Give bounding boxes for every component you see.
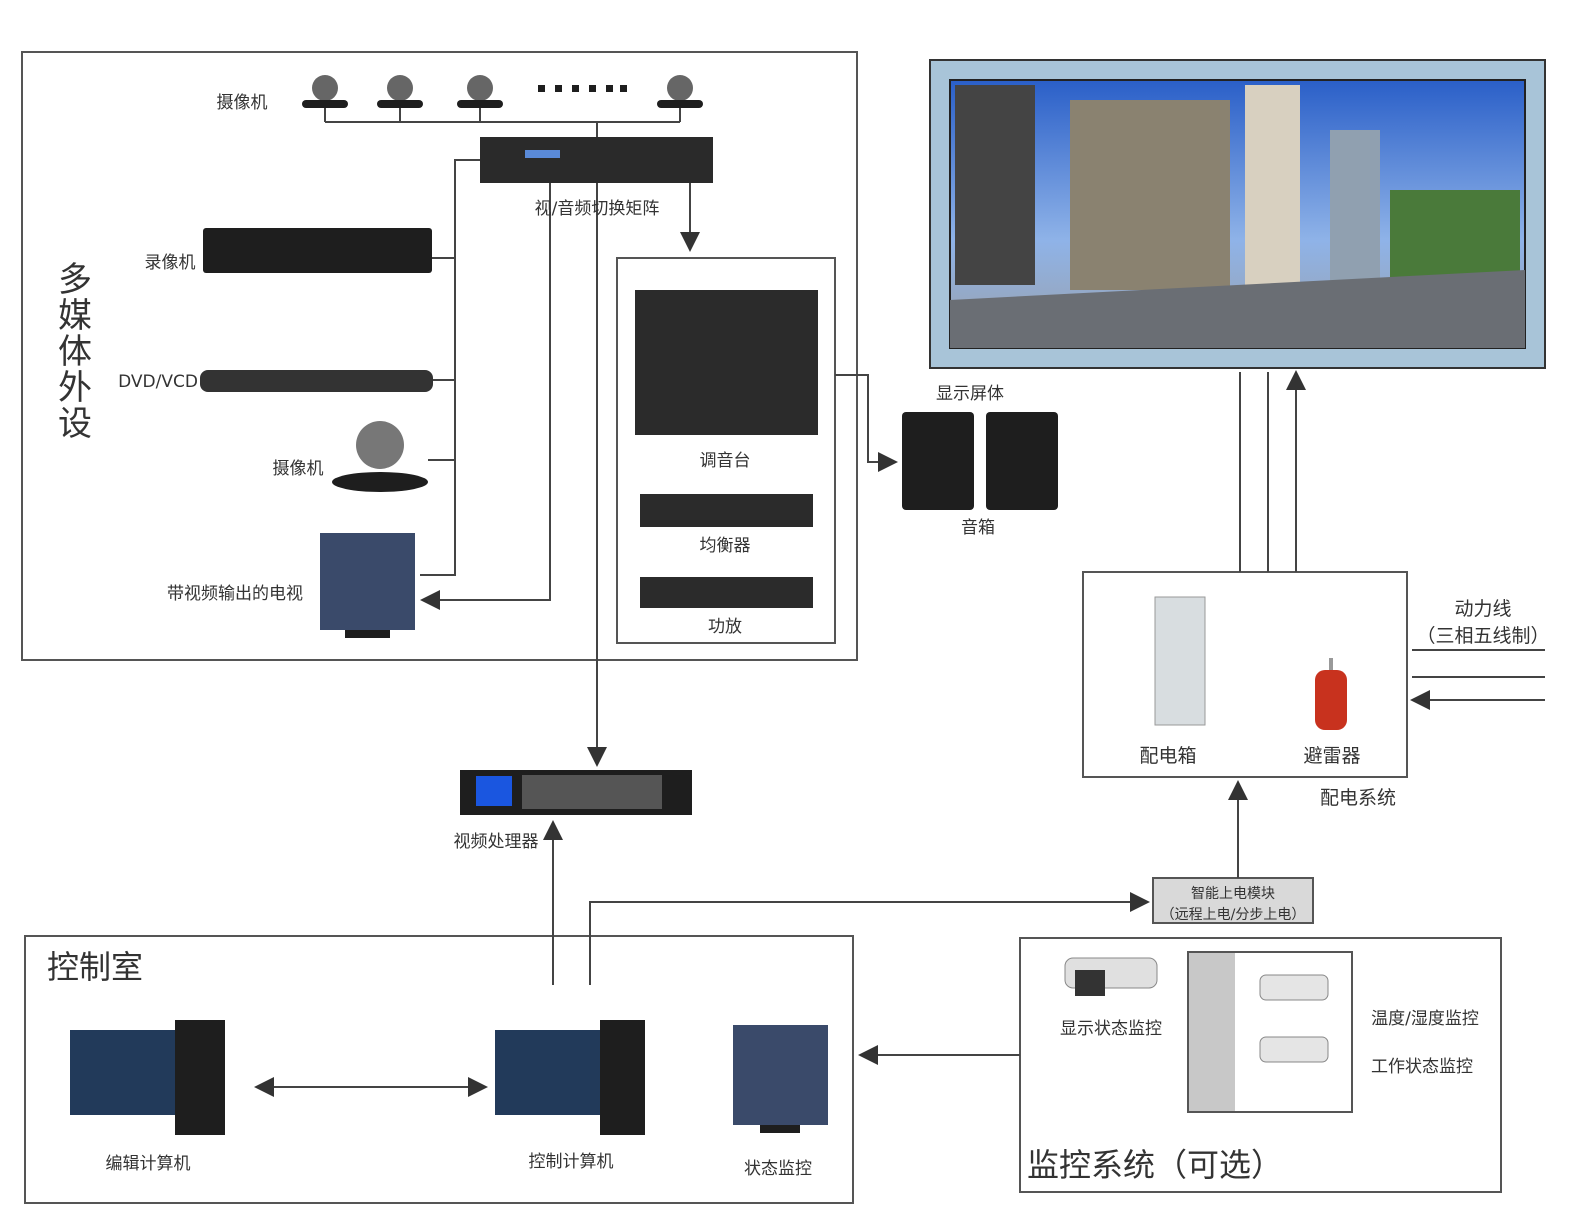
status-monitor-label: 状态监控 (744, 1159, 812, 1179)
amp-label: 功放 (708, 617, 742, 637)
computer-icon (495, 1020, 645, 1135)
av-matrix-device (480, 137, 713, 183)
power-system-label: 配电系统 (1319, 787, 1397, 809)
recorder-device (203, 228, 432, 273)
monitor-panel (1189, 953, 1235, 1111)
monitoring-title: 监控系统（可选） (1026, 1146, 1284, 1184)
camera-icon (457, 75, 503, 108)
smart-module-line1: 智能上电模块 (1191, 886, 1275, 902)
cabinet-label: 配电箱 (1139, 745, 1197, 767)
processor-label: 视频处理器 (453, 832, 539, 852)
arrester-label: 避雷器 (1303, 745, 1361, 767)
amplifier-device (640, 577, 813, 608)
control-room-title: 控制室 (46, 948, 144, 986)
dvd-label: DVD/VCD (118, 372, 198, 392)
monitoring-box (1019, 937, 1502, 1193)
work-status-label: 工作状态监控 (1371, 1057, 1473, 1077)
bullet-camera-icon (1259, 1036, 1329, 1063)
dvd-device (200, 370, 433, 392)
ellipsis-dots (538, 85, 627, 92)
camera-icon (657, 75, 703, 108)
display-monitor-label: 显示状态监控 (1060, 1019, 1162, 1039)
connection-lines (254, 108, 1545, 1097)
display-label: 显示屏体 (936, 384, 1004, 404)
camera-icon (302, 75, 348, 108)
power-line-sub: （三相五线制） (1416, 625, 1550, 647)
monitor-inner-box (1187, 951, 1353, 1113)
speaker-icon (902, 412, 1058, 510)
bullet-camera-icon (1064, 957, 1158, 996)
bullet-camera-icon (1259, 974, 1329, 1001)
recorder-label: 录像机 (144, 253, 196, 273)
audio-box (616, 257, 836, 644)
camera-label: 摄像机 (272, 459, 324, 479)
led-display (929, 59, 1546, 369)
video-processor-device (460, 770, 692, 815)
camera-icon (377, 75, 423, 108)
cabinet-icon (1154, 596, 1206, 726)
matrix-label: 视/音频切换矩阵 (534, 199, 660, 219)
computer-icon (70, 1020, 225, 1135)
lightning-arrester-icon (1315, 658, 1347, 730)
tv-label: 带视频输出的电视 (167, 584, 303, 604)
mixer-device (635, 290, 818, 435)
equalizer-device (640, 494, 813, 527)
speaker-label: 音箱 (961, 518, 995, 538)
smart-module-line2: （远程上电/分步上电） (1160, 907, 1306, 923)
temp-humidity-label: 温度/湿度监控 (1371, 1009, 1479, 1029)
ptz-camera-icon (332, 421, 428, 492)
power-line-label: 动力线 (1454, 598, 1512, 620)
multimedia-box (21, 51, 858, 661)
smart-module-box (1152, 877, 1314, 924)
eq-label: 均衡器 (699, 536, 751, 556)
control-pc-label: 控制计算机 (528, 1152, 614, 1172)
status-tv-icon (733, 1025, 828, 1133)
multimedia-title: 多媒体外设 (58, 260, 92, 444)
power-box (1082, 571, 1408, 778)
mixer-label: 调音台 (699, 451, 751, 471)
control-room-box (24, 935, 854, 1204)
tv-icon (320, 533, 415, 638)
camera-top-label: 摄像机 (216, 93, 268, 113)
edit-pc-label: 编辑计算机 (105, 1154, 191, 1174)
